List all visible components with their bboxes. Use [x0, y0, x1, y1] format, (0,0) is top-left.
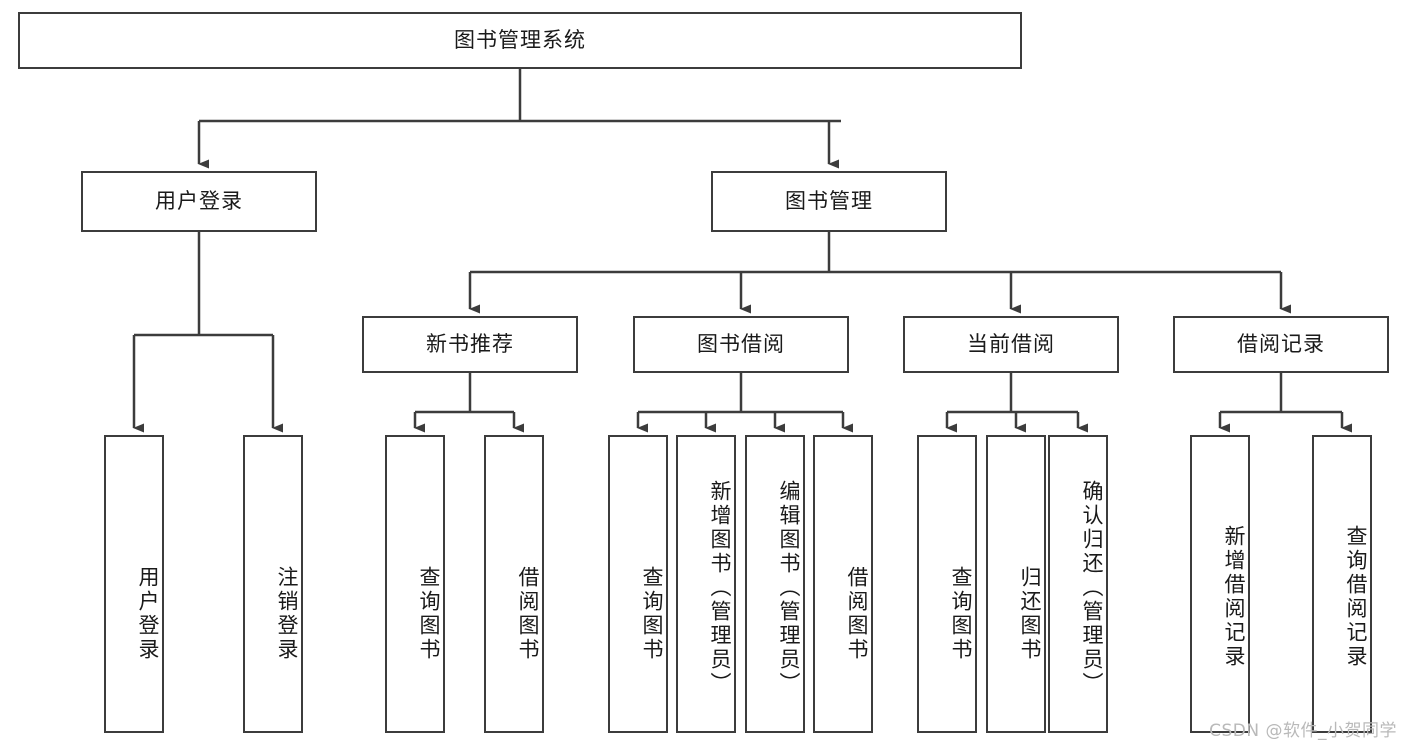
- node-leaf-user-login[interactable]: 用户登录: [104, 435, 164, 733]
- node-leaf-query-book-3[interactable]: 查询图书: [917, 435, 977, 733]
- node-new-book-recommend[interactable]: 新书推荐: [362, 316, 578, 373]
- node-leaf-query-book-2[interactable]: 查询图书: [608, 435, 668, 733]
- node-leaf-return-book[interactable]: 归还图书: [986, 435, 1046, 733]
- node-book-manage[interactable]: 图书管理: [711, 171, 947, 232]
- node-user-login[interactable]: 用户登录: [81, 171, 317, 232]
- node-leaf-add-book[interactable]: 新增图书（管理员）: [676, 435, 736, 733]
- node-book-borrow[interactable]: 图书借阅: [633, 316, 849, 373]
- node-leaf-borrow-book-2[interactable]: 借阅图书: [813, 435, 873, 733]
- node-leaf-add-record[interactable]: 新增借阅记录: [1190, 435, 1250, 733]
- node-current-borrow[interactable]: 当前借阅: [903, 316, 1119, 373]
- node-leaf-query-record[interactable]: 查询借阅记录: [1312, 435, 1372, 733]
- node-root[interactable]: 图书管理系统: [18, 12, 1022, 69]
- node-borrow-record[interactable]: 借阅记录: [1173, 316, 1389, 373]
- node-leaf-borrow-book-1[interactable]: 借阅图书: [484, 435, 544, 733]
- csdn-watermark: CSDN @软件_小贺同学: [1209, 721, 1397, 741]
- node-leaf-query-book-1[interactable]: 查询图书: [385, 435, 445, 733]
- node-leaf-edit-book[interactable]: 编辑图书（管理员）: [745, 435, 805, 733]
- node-leaf-confirm-return[interactable]: 确认归还（管理员）: [1048, 435, 1108, 733]
- node-leaf-user-logout[interactable]: 注销登录: [243, 435, 303, 733]
